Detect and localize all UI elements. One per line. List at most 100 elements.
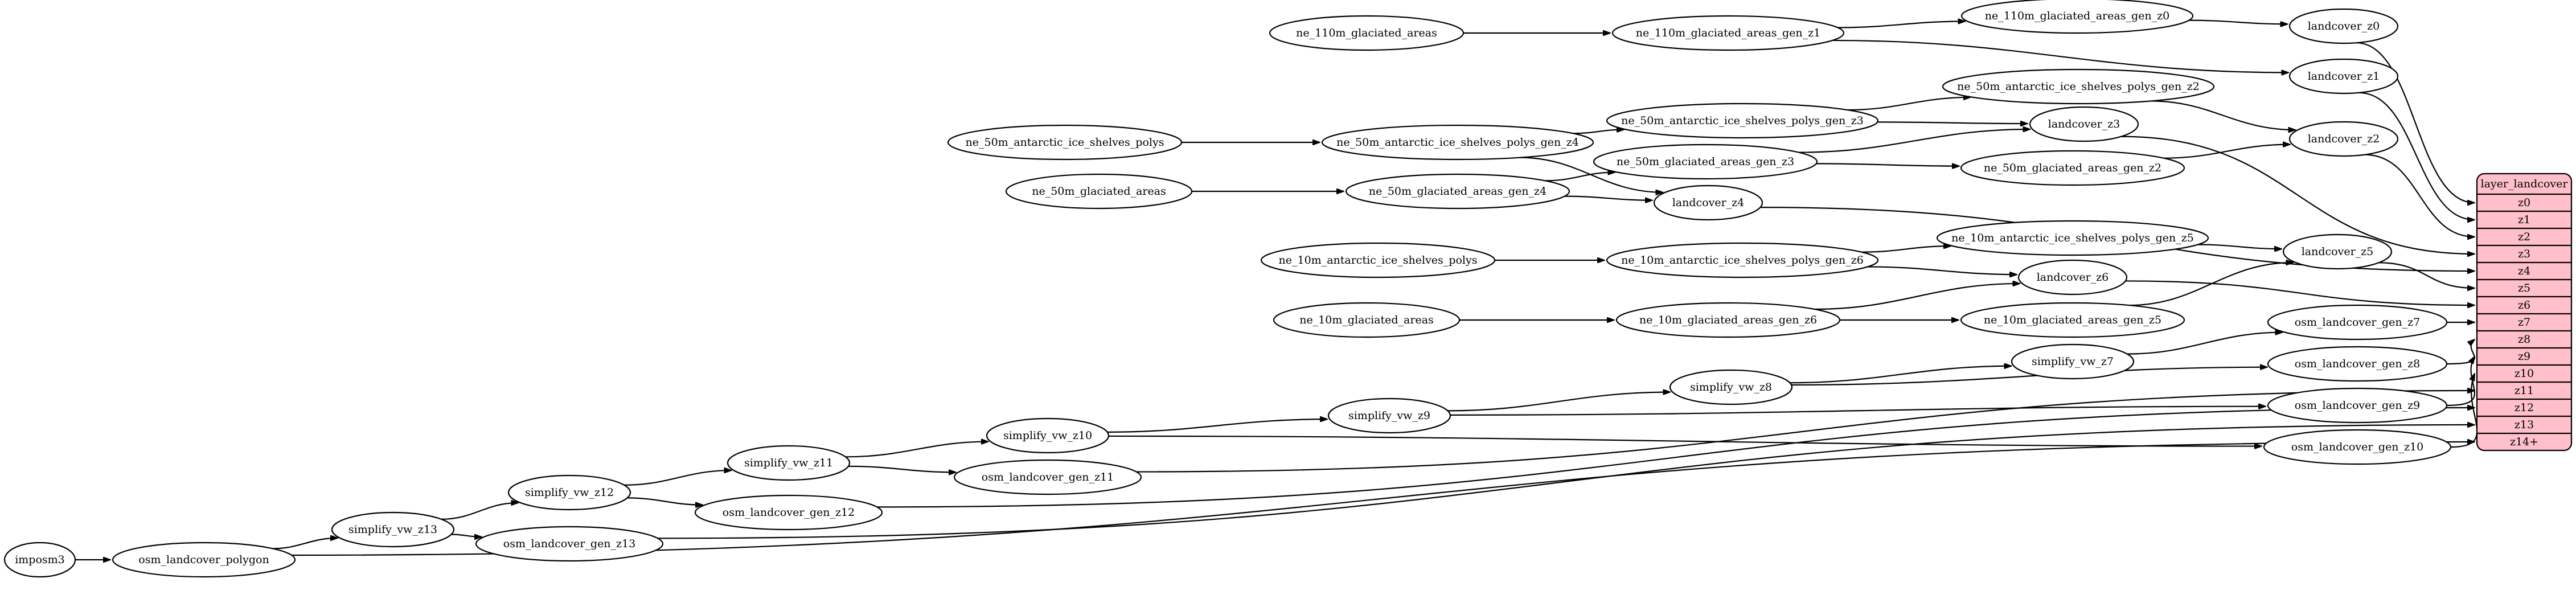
- layer-table-header: layer_landcover: [2481, 178, 2569, 190]
- layer-table-row-z2[interactable]: z2: [2518, 231, 2530, 243]
- edge-simplify_vw_z9-to-osm_landcover_gen_z9: [1450, 407, 2266, 416]
- edge-simplify_vw_z11-to-osm_landcover_gen_z11: [848, 465, 956, 473]
- layer-table-row-z9[interactable]: z9: [2518, 350, 2530, 363]
- node-simplify_vw_z7[interactable]: [2011, 343, 2135, 380]
- edge-ne_50m_glaciated_areas_gen_z3-to-ne_50m_glaciated_areas_gen_z2: [1816, 163, 1959, 166]
- node-ne_10m_glaciated_areas_gen_z6[interactable]: [1615, 302, 1841, 338]
- layer-table-row-z12[interactable]: z12: [2515, 401, 2534, 414]
- layer-table-row-z11[interactable]: z11: [2515, 384, 2534, 397]
- node-landcover_z2[interactable]: [2288, 121, 2399, 157]
- node-ne_50m_glaciated_areas_gen_z2[interactable]: [1960, 150, 2185, 186]
- node-osm_landcover_gen_z9[interactable]: [2267, 387, 2448, 424]
- layer-table-row-z8[interactable]: z8: [2518, 333, 2530, 346]
- node-label-simplify_vw_z10: simplify_vw_z10: [1003, 429, 1092, 442]
- edge-simplify_vw_z8-to-osm_landcover_gen_z8: [1791, 367, 2267, 386]
- edge-landcover_z3-to-z3: [2121, 136, 2475, 254]
- node-landcover_z0[interactable]: [2288, 8, 2399, 44]
- node-simplify_vw_z11[interactable]: [727, 445, 851, 481]
- node-simplify_vw_z9[interactable]: [1327, 397, 1451, 434]
- node-ne_50m_antarctic_ice_shelves_polys_gen_z3[interactable]: [1606, 102, 1879, 139]
- node-landcover_z3[interactable]: [2029, 106, 2139, 142]
- layer-table-row-z10[interactable]: z10: [2515, 367, 2534, 380]
- edge-simplify_vw_z7-to-osm_landcover_gen_z7: [2127, 333, 2283, 355]
- edge-landcover_z2-to-z2: [2364, 154, 2475, 237]
- node-ne_10m_antarctic_ice_shelves_polys_gen_z5[interactable]: [1936, 220, 2209, 256]
- node-osm_landcover_gen_z12[interactable]: [694, 494, 883, 531]
- node-landcover_z1[interactable]: [2288, 58, 2399, 95]
- node-osm_landcover_gen_z13[interactable]: [475, 526, 664, 562]
- node-label-osm_landcover_gen_z13: osm_landcover_gen_z13: [503, 538, 635, 550]
- edge-osm_landcover_polygon-to-simplify_vw_z13: [272, 538, 338, 550]
- node-landcover_z5[interactable]: [2282, 233, 2393, 270]
- node-simplify_vw_z12[interactable]: [507, 474, 631, 511]
- node-label-ne_50m_glaciated_areas: ne_50m_glaciated_areas: [1032, 185, 1166, 198]
- node-ne_110m_glaciated_areas_gen_z0[interactable]: [1960, 0, 2194, 34]
- edge-landcover_z1-to-z1: [2358, 92, 2475, 220]
- node-label-osm_landcover_gen_z10: osm_landcover_gen_z10: [2291, 441, 2423, 453]
- node-label-osm_landcover_gen_z7: osm_landcover_gen_z7: [2295, 316, 2420, 329]
- node-label-ne_10m_antarctic_ice_shelves_polys_gen_z5: ne_10m_antarctic_ice_shelves_polys_gen_z…: [1951, 232, 2194, 244]
- node-label-landcover_z4: landcover_z4: [1672, 196, 1745, 209]
- edge-simplify_vw_z13-to-simplify_vw_z12: [441, 503, 518, 520]
- table-node-layer: layer_landcover z0 z1 z2 z3 z4 z5 z6 z7 z8 z9 z10 z1…: [2476, 173, 2573, 452]
- node-ne_50m_antarctic_ice_shelves_polys[interactable]: [947, 124, 1183, 161]
- node-landcover_z6[interactable]: [2017, 259, 2128, 296]
- edge-simplify_vw_z8-to-simplify_vw_z7: [1790, 366, 2011, 384]
- node-label-ne_50m_glaciated_areas_gen_z2: ne_50m_glaciated_areas_gen_z2: [1984, 162, 2161, 174]
- node-imposm3[interactable]: [3, 542, 76, 578]
- node-label-landcover_z0: landcover_z0: [2308, 20, 2380, 32]
- node-ne_50m_glaciated_areas_gen_z3[interactable]: [1593, 143, 1818, 180]
- node-label-simplify_vw_z8: simplify_vw_z8: [1690, 381, 1772, 393]
- node-ne_50m_antarctic_ice_shelves_polys_gen_z2[interactable]: [1942, 68, 2215, 105]
- node-label-osm_landcover_gen_z11: osm_landcover_gen_z11: [982, 471, 1114, 483]
- layer-table-row-z5[interactable]: z5: [2518, 282, 2530, 294]
- layer-table-row-z0[interactable]: z0: [2518, 196, 2530, 209]
- node-osm_landcover_gen_z10[interactable]: [2263, 429, 2452, 465]
- node-label-landcover_z1: landcover_z1: [2308, 70, 2380, 83]
- node-ne_10m_glaciated_areas_gen_z5[interactable]: [1960, 302, 2185, 338]
- node-simplify_vw_z13[interactable]: [331, 511, 455, 548]
- node-ne_10m_antarctic_ice_shelves_polys[interactable]: [1260, 242, 1496, 278]
- node-osm_landcover_gen_z8[interactable]: [2267, 346, 2448, 382]
- node-label-osm_landcover_gen_z8: osm_landcover_gen_z8: [2295, 358, 2420, 370]
- layer-table-row-z6[interactable]: z6: [2518, 299, 2530, 311]
- node-ne_50m_antarctic_ice_shelves_polys_gen_z4[interactable]: [1321, 124, 1594, 161]
- node-label-ne_10m_glaciated_areas: ne_10m_glaciated_areas: [1299, 314, 1434, 326]
- edge-ne_10m_antarctic_ice_shelves_polys_gen_z6-to-landcover_z6: [1867, 266, 2017, 274]
- edge-simplify_vw_z10-to-simplify_vw_z9: [1107, 419, 1328, 433]
- layer-table-row-z13[interactable]: z13: [2515, 419, 2534, 431]
- node-label-ne_50m_glaciated_areas_gen_z4: ne_50m_glaciated_areas_gen_z4: [1369, 185, 1547, 198]
- node-ne_50m_glaciated_areas[interactable]: [1005, 173, 1193, 210]
- layer-table-row-z1[interactable]: z1: [2518, 214, 2530, 226]
- layer-table-row-z14p[interactable]: z14+: [2510, 436, 2538, 448]
- node-simplify_vw_z10[interactable]: [986, 417, 1110, 454]
- node-ne_110m_glaciated_areas_gen_z1[interactable]: [1611, 15, 1845, 51]
- node-label-ne_110m_glaciated_areas_gen_z0: ne_110m_glaciated_areas_gen_z0: [1985, 10, 2169, 22]
- edge-osm_landcover_gen_z12-to-z12: [877, 408, 2475, 508]
- edge-simplify_vw_z12-to-simplify_vw_z11: [624, 470, 731, 486]
- edge-ne_50m_glaciated_areas_gen_z4-to-ne_50m_glaciated_areas_gen_z3: [1545, 172, 1615, 182]
- node-osm_landcover_gen_z7[interactable]: [2267, 304, 2448, 341]
- node-label-ne_110m_glaciated_areas_gen_z1: ne_110m_glaciated_areas_gen_z1: [1636, 27, 1820, 39]
- node-landcover_z4[interactable]: [1653, 184, 1763, 221]
- node-osm_landcover_gen_z11[interactable]: [953, 459, 1142, 495]
- layer-table-row-z7[interactable]: z7: [2518, 316, 2530, 329]
- layer-table-row-z3[interactable]: z3: [2518, 248, 2530, 260]
- node-ne_10m_antarctic_ice_shelves_polys_gen_z6[interactable]: [1606, 242, 1879, 278]
- node-osm_landcover_polygon[interactable]: [112, 542, 296, 578]
- node-ne_10m_glaciated_areas[interactable]: [1273, 302, 1461, 338]
- node-simplify_vw_z8[interactable]: [1669, 369, 1793, 405]
- node-label-landcover_z3: landcover_z3: [2048, 118, 2120, 130]
- node-label-ne_110m_glaciated_areas: ne_110m_glaciated_areas: [1296, 27, 1437, 39]
- layer-table-row-z4[interactable]: z4: [2518, 265, 2530, 277]
- edge-simplify_vw_z13-to-osm_landcover_gen_z13: [451, 534, 482, 536]
- node-ne_110m_glaciated_areas[interactable]: [1269, 15, 1465, 51]
- node-label-ne_10m_antarctic_ice_shelves_polys_gen_z6: ne_10m_antarctic_ice_shelves_polys_gen_z…: [1621, 254, 1864, 266]
- node-ne_50m_glaciated_areas_gen_z4[interactable]: [1345, 173, 1570, 210]
- edge-ne_10m_antarctic_ice_shelves_polys_gen_z6-to-ne_10m_antarctic_ice_shelves_polys_gen_z5: [1861, 246, 1951, 253]
- node-label-ne_10m_antarctic_ice_shelves_polys: ne_10m_antarctic_ice_shelves_polys: [1279, 254, 1478, 266]
- edge-ne_110m_glaciated_areas_gen_z0-to-landcover_z0: [2189, 19, 2287, 24]
- node-label-landcover_z6: landcover_z6: [2037, 271, 2109, 284]
- node-label-osm_landcover_polygon: osm_landcover_polygon: [138, 553, 269, 566]
